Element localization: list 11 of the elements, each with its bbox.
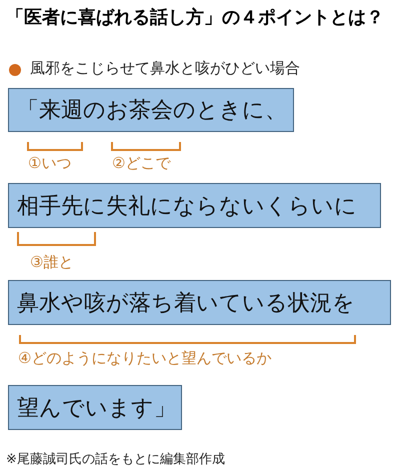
bracket-label: ①いつ [28, 154, 72, 173]
subtitle: 風邪をこじらせて鼻水と咳がひどい場合 [30, 59, 300, 78]
bracket-label: ②どこで [112, 154, 170, 173]
text-box: 相手先に失礼にならないくらいに [8, 183, 381, 228]
title: 「医者に喜ばれる話し方」の４ポイントとは？ [6, 6, 384, 29]
text-box: 「来週のお茶会のときに、 [8, 88, 294, 132]
text-box: 鼻水や咳が落ち着いている状況を [8, 280, 391, 325]
text-box: 望んでいます」 [8, 385, 182, 430]
bracket-label: ④どのようになりたいと望んでいるか [18, 349, 272, 368]
bracket-label: ③誰と [30, 253, 74, 272]
source-note: ※尾藤誠司氏の話をもとに編集部作成 [6, 451, 225, 468]
